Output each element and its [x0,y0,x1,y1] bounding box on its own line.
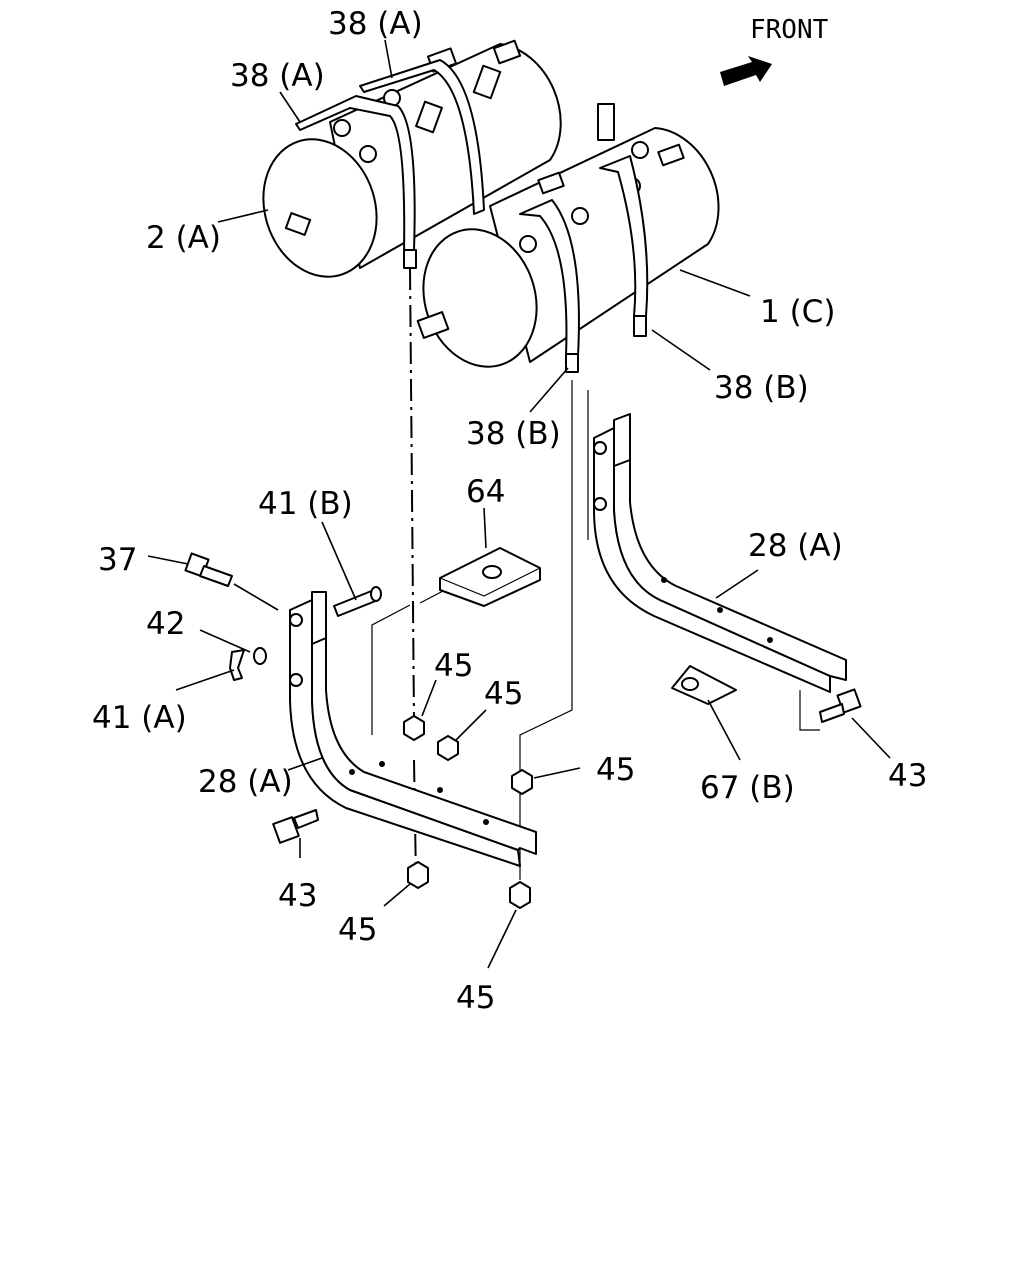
callout-43-left: 43 [278,878,317,914]
callout-37: 37 [98,542,137,578]
pin-41b [333,586,382,617]
callout-67b: 67 (B) [700,770,795,806]
bracket-28a-right [593,413,847,693]
plate-67b [671,665,737,705]
callout-1c: 1 (C) [760,294,835,330]
callout-45-c: 45 [596,752,635,788]
front-label: FRONT [750,15,829,45]
callout-42: 42 [146,606,185,642]
bracket-28a-left [289,591,537,867]
air-tank-1c [416,103,720,373]
nut-45-c [511,769,533,795]
callout-45-b: 45 [484,676,523,712]
nut-45-b [437,735,459,761]
callout-38b-mid: 38 (B) [466,416,561,452]
callout-45-e: 45 [456,980,495,1016]
washer-42 [253,647,267,665]
callout-64: 64 [466,474,505,510]
leader-lines [147,39,891,969]
clip-41a [229,649,245,681]
nut-45-e [509,881,531,909]
callout-2a: 2 (A) [146,220,221,256]
nut-45-d [407,861,429,889]
front-indicator: FRONT [720,15,829,86]
callout-41b: 41 (B) [258,486,353,522]
callout-43-right: 43 [888,758,927,794]
callout-41a: 41 (A) [92,700,187,736]
callout-38b-right: 38 (B) [714,370,809,406]
front-arrow-icon [720,56,772,86]
callout-38a-left: 38 (A) [230,58,325,94]
callouts: 38 (A) 38 (A) 2 (A) 1 (C) 38 (B) 38 (B) … [92,6,927,1016]
callout-45-a: 45 [434,648,473,684]
callout-28a-left: 28 (A) [198,764,293,800]
nut-45-a [403,715,425,741]
plate-64 [439,547,541,607]
air-tank-2a [262,39,562,278]
callout-28a-right: 28 (A) [748,528,843,564]
bolt-37 [184,552,233,587]
callout-38a-top: 38 (A) [328,6,423,42]
bolt-43-right [819,688,862,723]
callout-45-d: 45 [338,912,377,948]
bolt-43-left [272,809,319,844]
